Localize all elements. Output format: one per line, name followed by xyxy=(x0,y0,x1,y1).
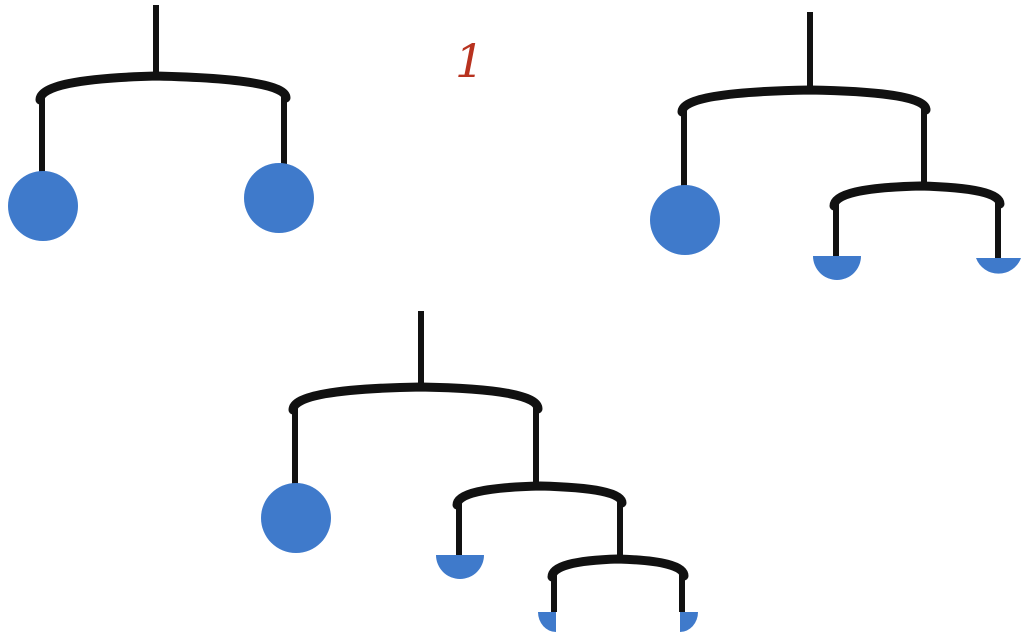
balance-rod xyxy=(35,71,291,105)
mass-full xyxy=(261,483,331,553)
mobile-2 xyxy=(650,12,1021,280)
mobile-3 xyxy=(261,311,698,632)
mass-half xyxy=(976,258,1021,274)
mass-half xyxy=(813,256,861,280)
mass-full xyxy=(244,163,314,233)
mass-quarter xyxy=(680,612,698,632)
balance-rod-top xyxy=(677,85,931,117)
balance-rod-mid xyxy=(452,481,627,510)
mass-full xyxy=(8,171,78,241)
mass-full xyxy=(650,185,720,255)
mobile-1 xyxy=(8,5,314,241)
mass-quarter xyxy=(538,612,556,632)
mass-half xyxy=(436,555,484,579)
balance-rod-sub xyxy=(829,181,1005,211)
balance-rod-top xyxy=(288,382,543,415)
figure-number: 1 xyxy=(455,34,484,88)
balance-rod-low xyxy=(547,554,689,582)
